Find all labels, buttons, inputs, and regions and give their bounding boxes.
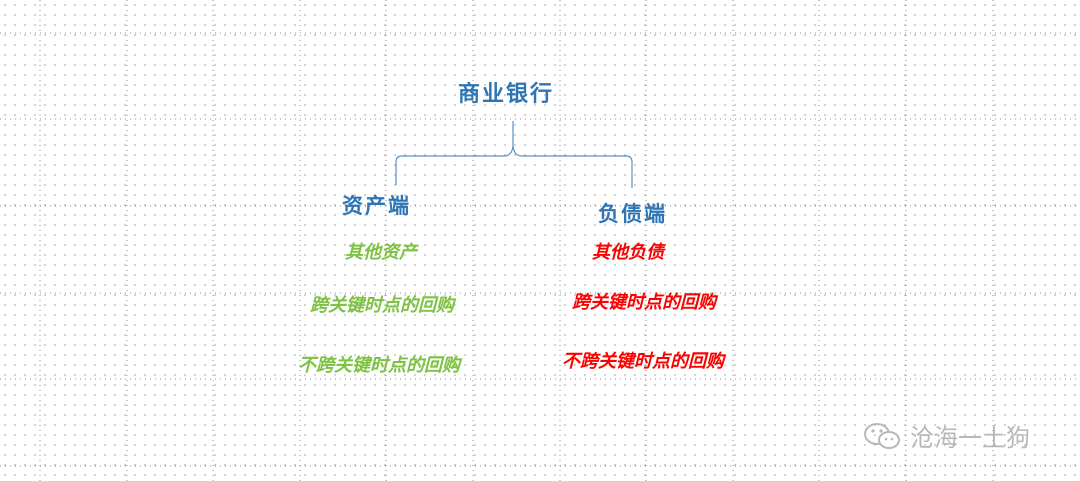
assets-item: 不跨关键时点的回购: [298, 355, 460, 376]
liabilities-branch-title: 负债端: [598, 201, 667, 226]
watermark-text: 沧海一土狗: [910, 424, 1030, 452]
assets-item: 跨关键时点的回购: [310, 295, 454, 316]
wechat-icon: [862, 421, 902, 451]
liabilities-item: 其他负债: [592, 242, 664, 263]
liabilities-item: 跨关键时点的回购: [572, 292, 716, 313]
assets-item: 其他资产: [345, 242, 417, 263]
watermark: 沧海一土狗: [862, 418, 1030, 453]
root-node-title: 商业银行: [458, 81, 555, 107]
liabilities-item: 不跨关键时点的回购: [562, 351, 724, 372]
assets-branch-title: 资产端: [342, 193, 411, 218]
